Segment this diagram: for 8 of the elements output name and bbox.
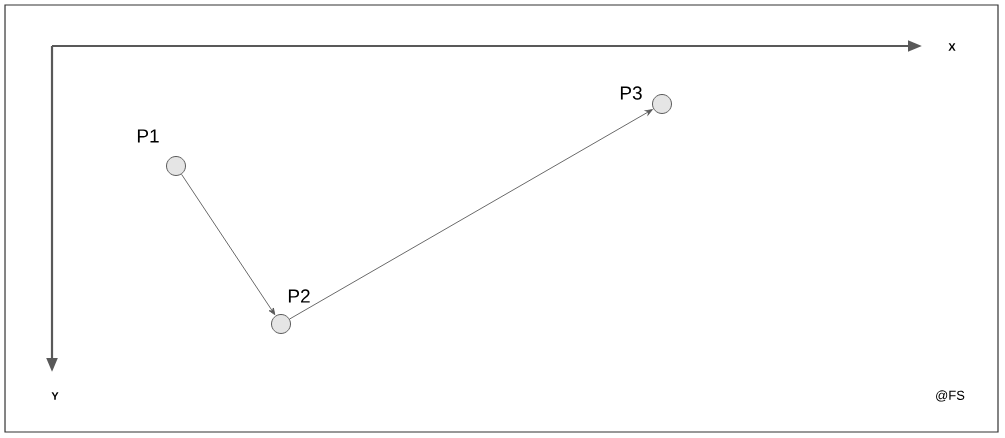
arrow [289,109,653,320]
axis-label: Y [51,392,59,400]
axis-label: X [948,43,956,51]
point-label: P2 [288,289,310,303]
arrow [181,173,276,316]
point-label: P1 [137,129,159,143]
signature: @FS [936,390,965,402]
point-label: P3 [620,86,642,100]
